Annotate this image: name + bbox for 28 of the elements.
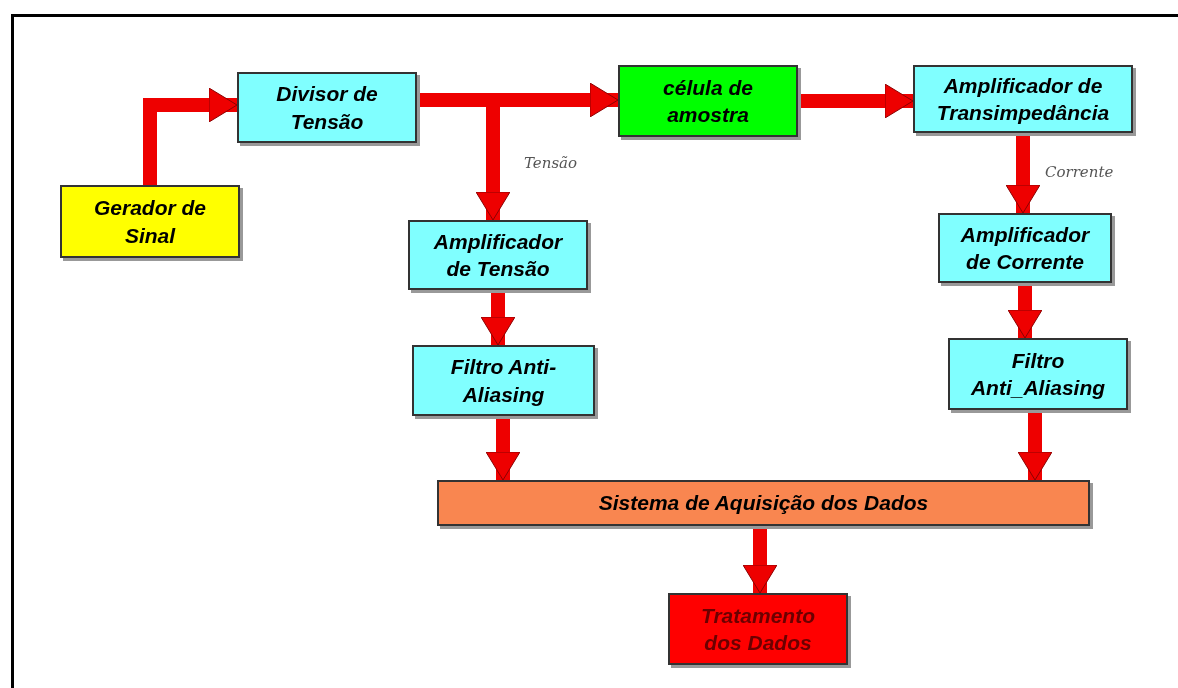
process-box bbox=[618, 65, 798, 137]
process-box bbox=[948, 338, 1128, 410]
block-arrow bbox=[742, 526, 778, 594]
box-label: Divisor de Tensão bbox=[275, 81, 379, 135]
process-box bbox=[60, 185, 240, 258]
box-label: Filtro Anti_Aliasing bbox=[969, 347, 1107, 401]
block-arrow bbox=[798, 83, 914, 119]
block-arrow bbox=[143, 87, 238, 185]
box-label: Amplificador de Corrente bbox=[959, 221, 1091, 275]
box-label: Tratamento dos Dados bbox=[700, 602, 816, 656]
box-label: Amplificador de Tensão bbox=[432, 228, 564, 282]
block-arrow bbox=[1007, 283, 1043, 339]
block-arrow bbox=[1017, 410, 1053, 481]
process-box bbox=[938, 213, 1112, 283]
box-label: Filtro Anti-Aliasing bbox=[449, 354, 558, 408]
process-box bbox=[437, 480, 1090, 526]
box-label: Gerador de Sinal bbox=[92, 195, 207, 249]
process-box bbox=[237, 72, 417, 143]
process-box bbox=[913, 65, 1133, 133]
box-label: célula de amostra bbox=[662, 74, 754, 128]
process-box bbox=[408, 220, 588, 290]
block-arrow bbox=[485, 416, 521, 481]
block-arrow bbox=[480, 290, 516, 346]
block-arrow bbox=[1005, 133, 1041, 214]
box-label: Sistema de Aquisição dos Dados bbox=[598, 490, 929, 517]
process-box bbox=[412, 345, 595, 416]
box-label: Amplificador de Transimpedância bbox=[935, 72, 1111, 126]
process-box bbox=[668, 593, 848, 665]
